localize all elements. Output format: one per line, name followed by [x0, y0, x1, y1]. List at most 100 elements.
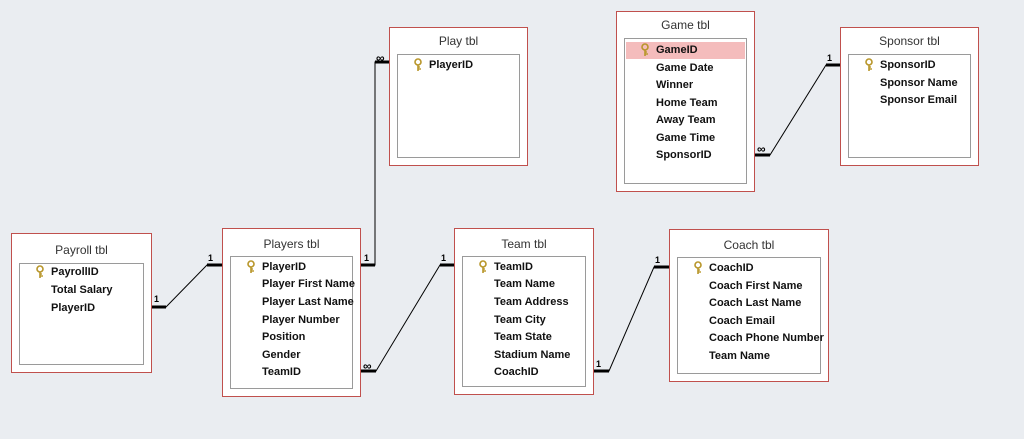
- field-name: Player Last Name: [262, 296, 354, 308]
- relationship-team-coach[interactable]: 1 1: [594, 255, 669, 373]
- coach-table-title[interactable]: Coach tbl: [723, 238, 775, 252]
- play-table-title[interactable]: Play tbl: [438, 34, 479, 48]
- team-field-list[interactable]: TeamID Team Name Team Address Team City …: [462, 256, 586, 387]
- key-icon: [865, 58, 873, 71]
- field-name: Team City: [494, 314, 546, 326]
- play-table[interactable]: Play tbl PlayerID: [389, 27, 528, 166]
- team-field-teamid[interactable]: TeamID: [464, 259, 584, 276]
- field-name: Coach Last Name: [709, 297, 802, 309]
- field-name: Coach First Name: [709, 280, 803, 292]
- players-many-label: ∞: [363, 359, 372, 373]
- players-table-title[interactable]: Players tbl: [263, 237, 320, 251]
- play-many-label: ∞: [376, 51, 385, 65]
- field-name: Team State: [494, 331, 552, 343]
- players-field-gender[interactable]: Gender: [232, 347, 351, 364]
- payroll-field-payrollid[interactable]: PayrollID: [21, 264, 142, 281]
- team-field-coachid[interactable]: CoachID: [464, 364, 584, 381]
- team-one-label: 1: [441, 253, 446, 263]
- field-name: TeamID: [494, 261, 533, 273]
- field-name: PlayerID: [429, 59, 474, 71]
- team-table[interactable]: Team tbl TeamID Team Name Team Address T…: [454, 228, 594, 395]
- payroll-field-playerid[interactable]: PlayerID: [21, 300, 142, 317]
- team-field-team-city[interactable]: Team City: [464, 312, 584, 329]
- sponsor-table-title[interactable]: Sponsor tbl: [879, 34, 940, 48]
- players-one-label: 1: [208, 253, 213, 263]
- team-table-title[interactable]: Team tbl: [501, 237, 547, 251]
- players-table[interactable]: Players tbl PlayerID Player First Name P…: [222, 228, 361, 397]
- field-name: Away Team: [656, 114, 716, 126]
- team-field-team-state[interactable]: Team State: [464, 329, 584, 346]
- relationship-players-team[interactable]: ∞ 1: [361, 253, 454, 373]
- relationship-players-play[interactable]: 1 ∞: [361, 51, 389, 267]
- players-field-last-name[interactable]: Player Last Name: [232, 294, 354, 311]
- game-table-title[interactable]: Game tbl: [661, 18, 710, 32]
- key-icon: [414, 58, 422, 71]
- coach-field-last-name[interactable]: Coach Last Name: [679, 295, 819, 312]
- field-name: Coach Email: [709, 315, 776, 327]
- coach-one-label: 1: [655, 255, 660, 265]
- coach-field-team-name[interactable]: Team Name: [679, 348, 819, 365]
- game-field-list[interactable]: GameID Game Date Winner Home Team Away T…: [624, 38, 747, 184]
- coach-table[interactable]: Coach tbl CoachID Coach First Name Coach…: [669, 229, 829, 382]
- coach-field-list[interactable]: CoachID Coach First Name Coach Last Name…: [677, 257, 824, 374]
- field-name: Position: [262, 331, 306, 343]
- game-many-label: ∞: [757, 142, 766, 156]
- sponsor-field-sponsorid[interactable]: SponsorID: [850, 57, 969, 74]
- field-name: TeamID: [262, 366, 301, 378]
- field-name: Game Time: [656, 132, 716, 144]
- relationship-game-sponsor[interactable]: ∞ 1: [755, 53, 840, 157]
- field-name: Sponsor Name: [880, 77, 958, 89]
- coach-field-first-name[interactable]: Coach First Name: [679, 278, 819, 295]
- sponsor-field-sponsor-name[interactable]: Sponsor Name: [850, 75, 969, 92]
- players-play-one-label: 1: [364, 253, 369, 263]
- players-field-list[interactable]: PlayerID Player First Name Player Last N…: [230, 256, 355, 389]
- players-field-first-name[interactable]: Player First Name: [232, 276, 355, 293]
- game-field-winner[interactable]: Winner: [626, 77, 745, 94]
- field-name: Home Team: [656, 97, 718, 109]
- field-name: PlayerID: [262, 261, 307, 273]
- game-field-home-team[interactable]: Home Team: [626, 95, 745, 112]
- coach-field-phone-number[interactable]: Coach Phone Number: [679, 330, 824, 347]
- payroll-table-title[interactable]: Payroll tbl: [55, 243, 108, 257]
- field-name: Stadium Name: [494, 349, 571, 361]
- team-coach-one-label: 1: [596, 359, 601, 369]
- field-name: CoachID: [494, 366, 539, 378]
- key-icon: [247, 260, 255, 273]
- sponsor-one-label: 1: [827, 53, 832, 63]
- field-name: Player First Name: [262, 278, 355, 290]
- sponsor-field-sponsor-email[interactable]: Sponsor Email: [850, 92, 969, 109]
- game-field-away-team[interactable]: Away Team: [626, 112, 745, 129]
- players-field-teamid[interactable]: TeamID: [232, 364, 351, 381]
- payroll-table[interactable]: Payroll tbl PayrollID Total Salary Playe…: [11, 233, 152, 373]
- coach-field-email[interactable]: Coach Email: [679, 313, 819, 330]
- team-field-team-name[interactable]: Team Name: [464, 276, 584, 293]
- players-field-playerid[interactable]: PlayerID: [232, 259, 351, 276]
- game-field-gameid[interactable]: GameID: [626, 42, 745, 59]
- game-table[interactable]: Game tbl GameID Game Date Winner Home Te…: [616, 11, 755, 192]
- game-field-game-date[interactable]: Game Date: [626, 60, 745, 77]
- players-field-number[interactable]: Player Number: [232, 312, 351, 329]
- team-field-stadium-name[interactable]: Stadium Name: [464, 347, 584, 364]
- team-field-team-address[interactable]: Team Address: [464, 294, 584, 311]
- payroll-field-list[interactable]: PayrollID Total Salary PlayerID: [19, 263, 144, 365]
- field-name: GameID: [656, 44, 698, 56]
- sponsor-field-list[interactable]: SponsorID Sponsor Name Sponsor Email: [848, 54, 971, 158]
- field-name: Team Name: [709, 350, 770, 362]
- coach-field-coachid[interactable]: CoachID: [679, 260, 819, 277]
- game-field-game-time[interactable]: Game Time: [626, 130, 745, 147]
- field-name: Team Address: [494, 296, 569, 308]
- field-name: Player Number: [262, 314, 340, 326]
- field-name: CoachID: [709, 262, 754, 274]
- key-icon: [641, 43, 649, 56]
- key-icon: [479, 260, 487, 273]
- field-name: SponsorID: [656, 149, 712, 161]
- play-field-playerid[interactable]: PlayerID: [399, 57, 518, 74]
- players-field-position[interactable]: Position: [232, 329, 351, 346]
- play-field-list[interactable]: PlayerID: [397, 54, 520, 158]
- payroll-one-label: 1: [154, 294, 159, 304]
- sponsor-table[interactable]: Sponsor tbl SponsorID Sponsor Name Spons…: [840, 27, 979, 166]
- payroll-field-total-salary[interactable]: Total Salary: [21, 282, 142, 299]
- game-field-sponsorid[interactable]: SponsorID: [626, 147, 745, 164]
- relationship-payroll-players[interactable]: 1 1: [152, 253, 222, 309]
